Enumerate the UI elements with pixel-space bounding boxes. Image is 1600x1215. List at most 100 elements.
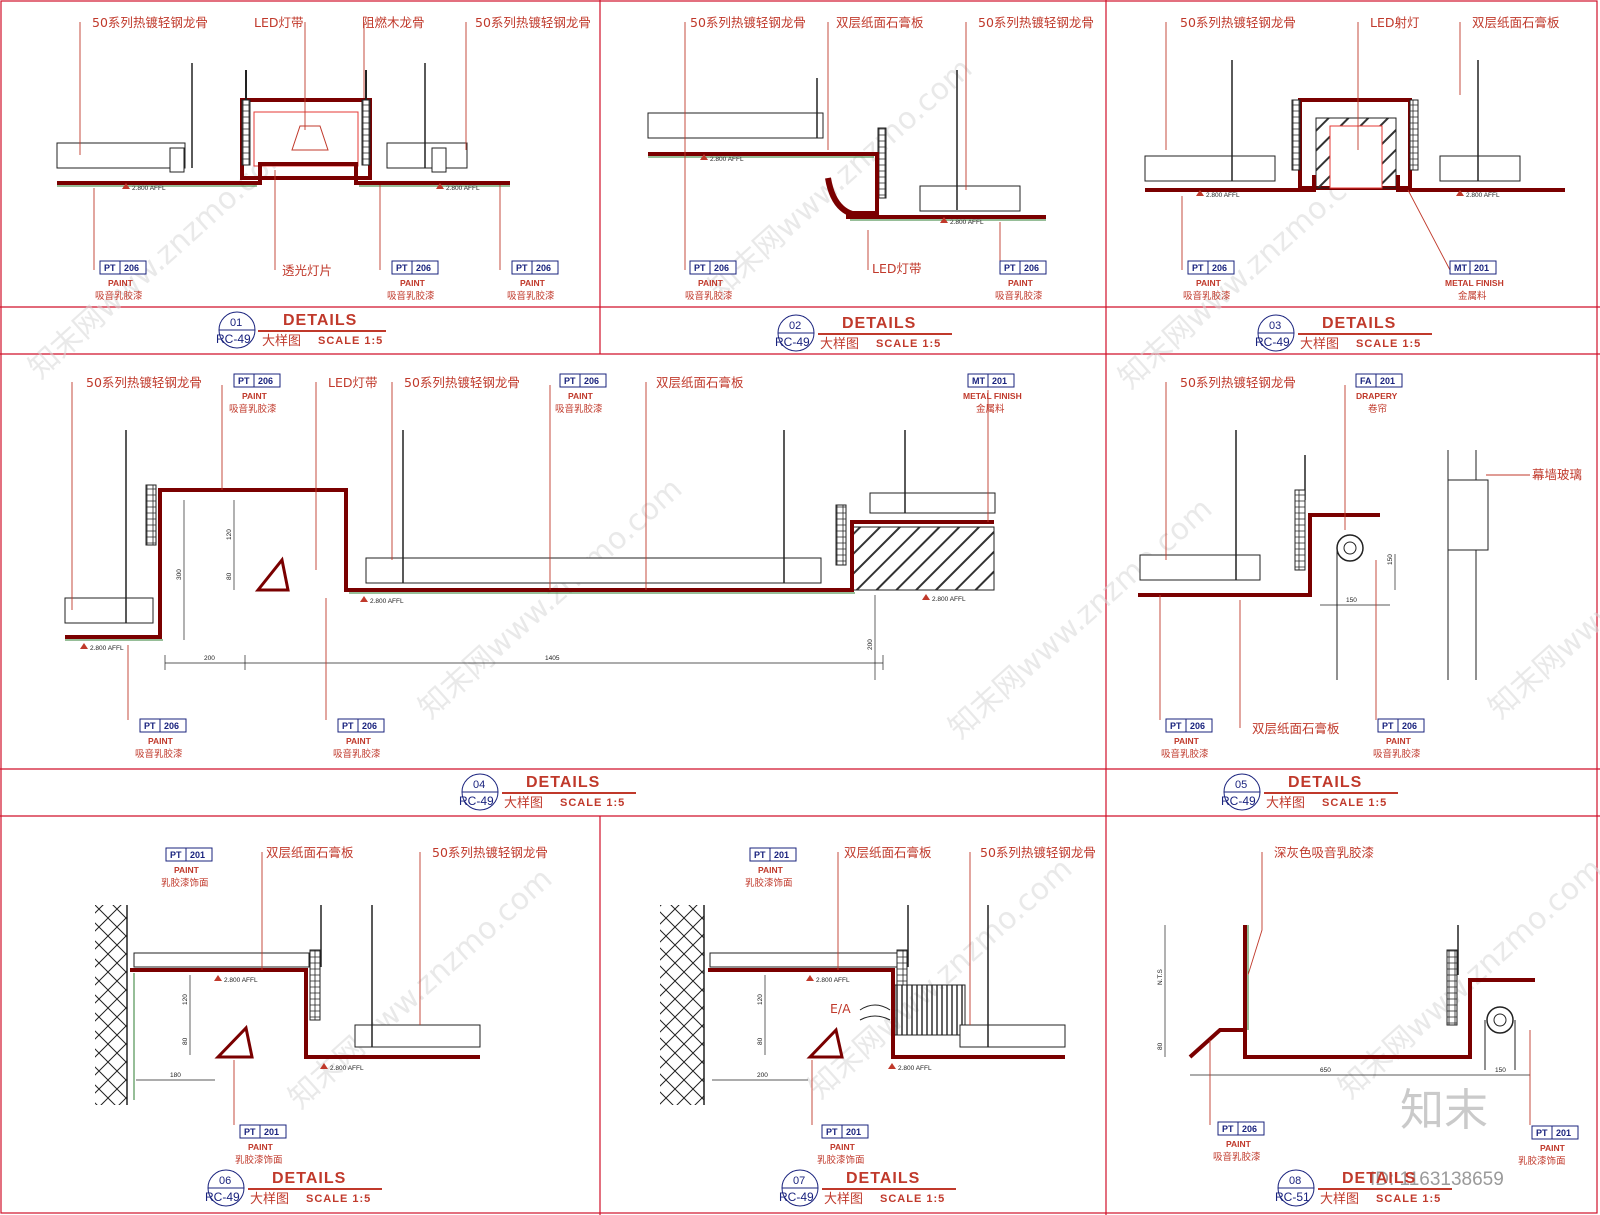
svg-text:PT: PT (396, 263, 408, 273)
svg-text:FA: FA (1360, 376, 1372, 386)
svg-text:PT: PT (170, 850, 182, 860)
watermark-text: 知末网www.znzmo.com (702, 51, 979, 306)
watermark-text: 知末网www.znzmo.com (1482, 471, 1600, 726)
annotation-label: LED射灯 (1370, 15, 1420, 30)
detail-title-block: 06 RC-49 DETAILS 大样图 SCALE 1:5 (205, 1169, 382, 1207)
svg-text:PAINT: PAINT (568, 391, 594, 401)
detail-title: DETAILS (1288, 774, 1362, 791)
detail-title: DETAILS (842, 315, 916, 332)
dimension-text: 120 (757, 994, 764, 1005)
annotation-label: LED灯带 (872, 261, 922, 276)
detail-title: DETAILS (526, 774, 600, 791)
svg-text:PAINT: PAINT (346, 736, 372, 746)
annotation-label: 深灰色吸音乳胶漆 (1274, 845, 1374, 860)
leader-lines (233, 852, 421, 1125)
detail-scale: SCALE 1:5 (1356, 338, 1421, 350)
annotation-label: 阻燃木龙骨 (362, 15, 425, 30)
dimension-text: 200 (867, 639, 874, 650)
dimension-text: 150 (1387, 554, 1394, 565)
level-mark: 2.800 AFFL (932, 596, 966, 603)
svg-text:PAINT: PAINT (1008, 278, 1034, 288)
dimension-text: 150 (1495, 1067, 1506, 1074)
detail-subtitle: 大样图 (1266, 796, 1305, 811)
detail-subtitle: 大样图 (504, 796, 543, 811)
svg-text:PT: PT (1170, 721, 1182, 731)
dimension-text: 80 (226, 572, 233, 580)
leader-lines (71, 382, 989, 720)
detail-scale: SCALE 1:5 (560, 797, 625, 809)
svg-text:吸音乳胶漆: 吸音乳胶漆 (1373, 748, 1421, 760)
svg-text:METAL FINISH: METAL FINISH (963, 391, 1022, 401)
detail-panel-01: 2.800 AFFL 2.800 AFFL 50系列热镀轻钢龙骨 LED灯带 阻… (56, 15, 591, 349)
level-mark: 2.800 AFFL (224, 977, 258, 984)
svg-text:乳胶漆饰面: 乳胶漆饰面 (235, 1154, 283, 1166)
detail-subtitle: 大样图 (820, 337, 859, 352)
svg-text:PAINT: PAINT (108, 278, 134, 288)
svg-text:乳胶漆饰面: 乳胶漆饰面 (1518, 1155, 1566, 1167)
detail-title-block: 08 RC-51 DETAILS 大样图 SCALE 1:5 (1275, 1169, 1452, 1207)
detail-number: 01 (230, 317, 242, 329)
svg-text:卷帘: 卷帘 (1368, 403, 1387, 415)
dimension-text: 180 (170, 1072, 181, 1079)
detail-title-block: 03 RC-49 DETAILS 大样图 SCALE 1:5 (1255, 314, 1432, 352)
svg-text:PT: PT (144, 721, 156, 731)
svg-text:PAINT: PAINT (1196, 278, 1222, 288)
annotation-label: 50系列热镀轻钢龙骨 (1180, 375, 1296, 390)
level-mark: 2.800 AFFL (330, 1065, 364, 1072)
detail-subtitle: 大样图 (262, 334, 301, 349)
svg-text:乳胶漆饰面: 乳胶漆饰面 (745, 877, 793, 889)
svg-text:206: 206 (362, 721, 377, 731)
detail-title-block: 01 RC-49 DETAILS 大样图 SCALE 1:5 (216, 311, 386, 349)
annotation-label: 双层纸面石膏板 (844, 845, 932, 860)
level-mark: 2.800 AFFL (90, 645, 124, 652)
svg-text:PAINT: PAINT (174, 865, 200, 875)
annotation-label: 幕墙玻璃 (1532, 467, 1582, 482)
svg-text:吸音乳胶漆: 吸音乳胶漆 (1213, 1151, 1261, 1163)
detail-title: DETAILS (283, 312, 357, 329)
svg-text:PT: PT (104, 263, 116, 273)
leader-lines (79, 22, 501, 270)
annotation-label: 50系列热镀轻钢龙骨 (404, 375, 520, 390)
svg-text:206: 206 (1024, 263, 1039, 273)
svg-text:PAINT: PAINT (520, 278, 546, 288)
leader-lines (1159, 382, 1530, 728)
sheet-ref: RC-49 (205, 1190, 240, 1204)
annotation-label: 双层纸面石膏板 (1472, 15, 1560, 30)
svg-text:206: 206 (1212, 263, 1227, 273)
dimension-text: 200 (204, 655, 215, 662)
svg-text:PAINT: PAINT (1226, 1139, 1252, 1149)
detail-subtitle: 大样图 (824, 1192, 863, 1207)
svg-text:PT: PT (238, 376, 250, 386)
svg-text:PAINT: PAINT (248, 1142, 274, 1152)
detail-number: 03 (1269, 320, 1281, 332)
annotation-label: 双层纸面石膏板 (836, 15, 924, 30)
svg-text:206: 206 (1190, 721, 1205, 731)
svg-text:PAINT: PAINT (148, 736, 174, 746)
detail-subtitle: 大样图 (250, 1192, 289, 1207)
svg-text:吸音乳胶漆: 吸音乳胶漆 (95, 290, 143, 302)
svg-text:吸音乳胶漆: 吸音乳胶漆 (685, 290, 733, 302)
detail-title: DETAILS (846, 1170, 920, 1187)
svg-text:DRAPERY: DRAPERY (1356, 391, 1398, 401)
sheet-ref: RC-51 (1275, 1190, 1310, 1204)
svg-text:206: 206 (714, 263, 729, 273)
dimension-text: 120 (182, 994, 189, 1005)
svg-text:PAINT: PAINT (1540, 1143, 1566, 1153)
ceiling-section-drawing: 150 150 (1138, 430, 1489, 680)
leader-lines (1209, 852, 1531, 1125)
annotation-label: 50系列热镀轻钢龙骨 (475, 15, 591, 30)
ceiling-section-drawing: 2.800 AFFL 2.800 AFFL (1144, 60, 1565, 199)
svg-text:MT: MT (972, 376, 985, 386)
detail-scale: SCALE 1:5 (1376, 1193, 1441, 1205)
annotation-label: 双层纸面石膏板 (656, 375, 744, 390)
dimension-text: 80 (757, 1037, 764, 1045)
leader-lines (811, 852, 971, 1125)
